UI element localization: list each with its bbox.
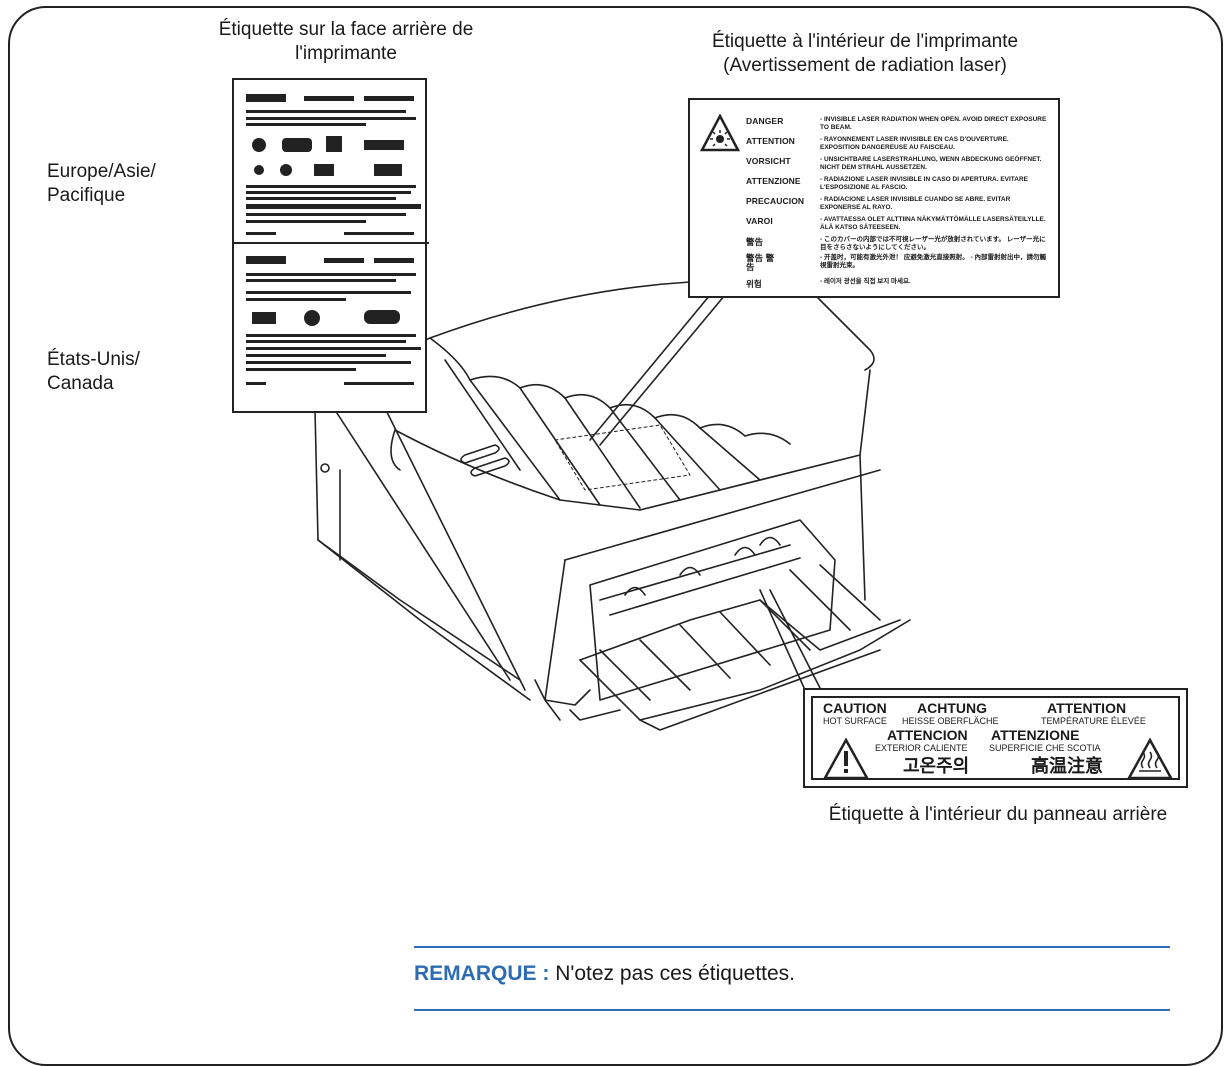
hot-label-inner-border xyxy=(811,696,1180,780)
laser-row-text: - 开盖时，可能有激光外泄！ 应避免激光直接照射。 - 內部雷射射出中，請勿觸視… xyxy=(820,254,1047,269)
caution-heading: CAUTION xyxy=(823,700,887,716)
printer-illustration xyxy=(314,277,911,731)
laser-row-lang: ATTENZIONE xyxy=(746,176,801,186)
chinese-warning: 高温注意 xyxy=(1031,756,1103,776)
laser-row-text: - RAYONNEMENT LASER INVISIBLE EN CAS D'O… xyxy=(820,136,1009,151)
hot-surface-icon xyxy=(1127,738,1173,780)
achtung-heading: ACHTUNG xyxy=(917,700,987,716)
rear-panel-label-caption: Étiquette à l'intérieur du panneau arriè… xyxy=(828,804,1168,825)
note: REMARQUE : N'otez pas ces étiquettes. xyxy=(414,960,795,988)
attention-sub: TEMPÉRATURE ÉLEVÉE xyxy=(1041,716,1146,726)
laser-row-text: - INVISIBLE LASER RADIATION WHEN OPEN. A… xyxy=(820,116,1047,131)
laser-row-text: - このカバーの内部では不可視レーザー光が放射されています。 レーザー光に目をさ… xyxy=(820,236,1046,251)
regulatory-label-art xyxy=(234,94,429,385)
note-keyword: REMARQUE : xyxy=(414,962,550,985)
korean-warning: 고온주의 xyxy=(903,756,970,776)
laser-row-text: - 레이저 광선을 직접 보지 마세요. xyxy=(820,278,911,285)
atencion-sub: EXTERIOR CALIENTE xyxy=(875,743,968,753)
laser-row-lang: 警告 警告 xyxy=(746,253,775,272)
back-label-panel xyxy=(232,78,429,413)
laser-row-lang: 위험 xyxy=(746,279,762,289)
laser-row-text: - RADIACIONE LASER INVISIBLE CUANDO SE A… xyxy=(820,196,1011,211)
laser-row-text: - UNSICHTBARE LASERSTRAHLUNG, WENN ABDEC… xyxy=(820,156,1042,171)
back-label-caption: Étiquette sur la face arrière de l'impri… xyxy=(218,19,474,64)
hot-surface-label: CAUTION HOT SURFACE ACHTUNG HEISSE OBERF… xyxy=(803,688,1188,788)
note-text: N'otez pas ces étiquettes. xyxy=(555,962,795,985)
region-europe: Europe/Asie/ Pacifique xyxy=(47,161,156,206)
region-usa: États-Unis/ Canada xyxy=(47,349,140,394)
laser-row-lang: 警告 xyxy=(746,237,764,247)
note-top-rule xyxy=(414,946,1170,948)
laser-row-lang: VAROI xyxy=(746,216,773,226)
laser-label-caption: Étiquette à l'intérieur de l'imprimante … xyxy=(711,31,1019,76)
attenzione-sub: SUPERFICIE CHE SCOTIA xyxy=(989,743,1101,753)
achtung-sub: HEISSE OBERFLÄCHE xyxy=(902,716,999,726)
caution-sub: HOT SURFACE xyxy=(823,716,887,726)
laser-warning-label: DANGER - INVISIBLE LASER RADIATION WHEN … xyxy=(688,98,1060,298)
laser-row-lang: PRECAUCION xyxy=(746,196,805,206)
laser-row-lang: VORSICHT xyxy=(746,156,791,166)
laser-warning-icon xyxy=(700,114,740,152)
attention-heading: ATTENTION xyxy=(1047,700,1127,716)
laser-row-lang: DANGER xyxy=(746,116,784,126)
laser-row-text: - AVATTAESSA OLET ALTTIINA NÄKYMÄTTÖMÄLL… xyxy=(820,216,1046,231)
note-bottom-rule xyxy=(414,1009,1170,1011)
laser-row-lang: ATTENTION xyxy=(746,136,795,146)
laser-row-text: - RADIAZIONE LASER INVISIBLE IN CASO DI … xyxy=(820,176,1029,191)
attenzione-heading: ATTENZIONE xyxy=(991,727,1080,743)
atencion-heading: ATTENCION xyxy=(887,727,968,743)
warning-triangle-icon xyxy=(823,738,869,780)
